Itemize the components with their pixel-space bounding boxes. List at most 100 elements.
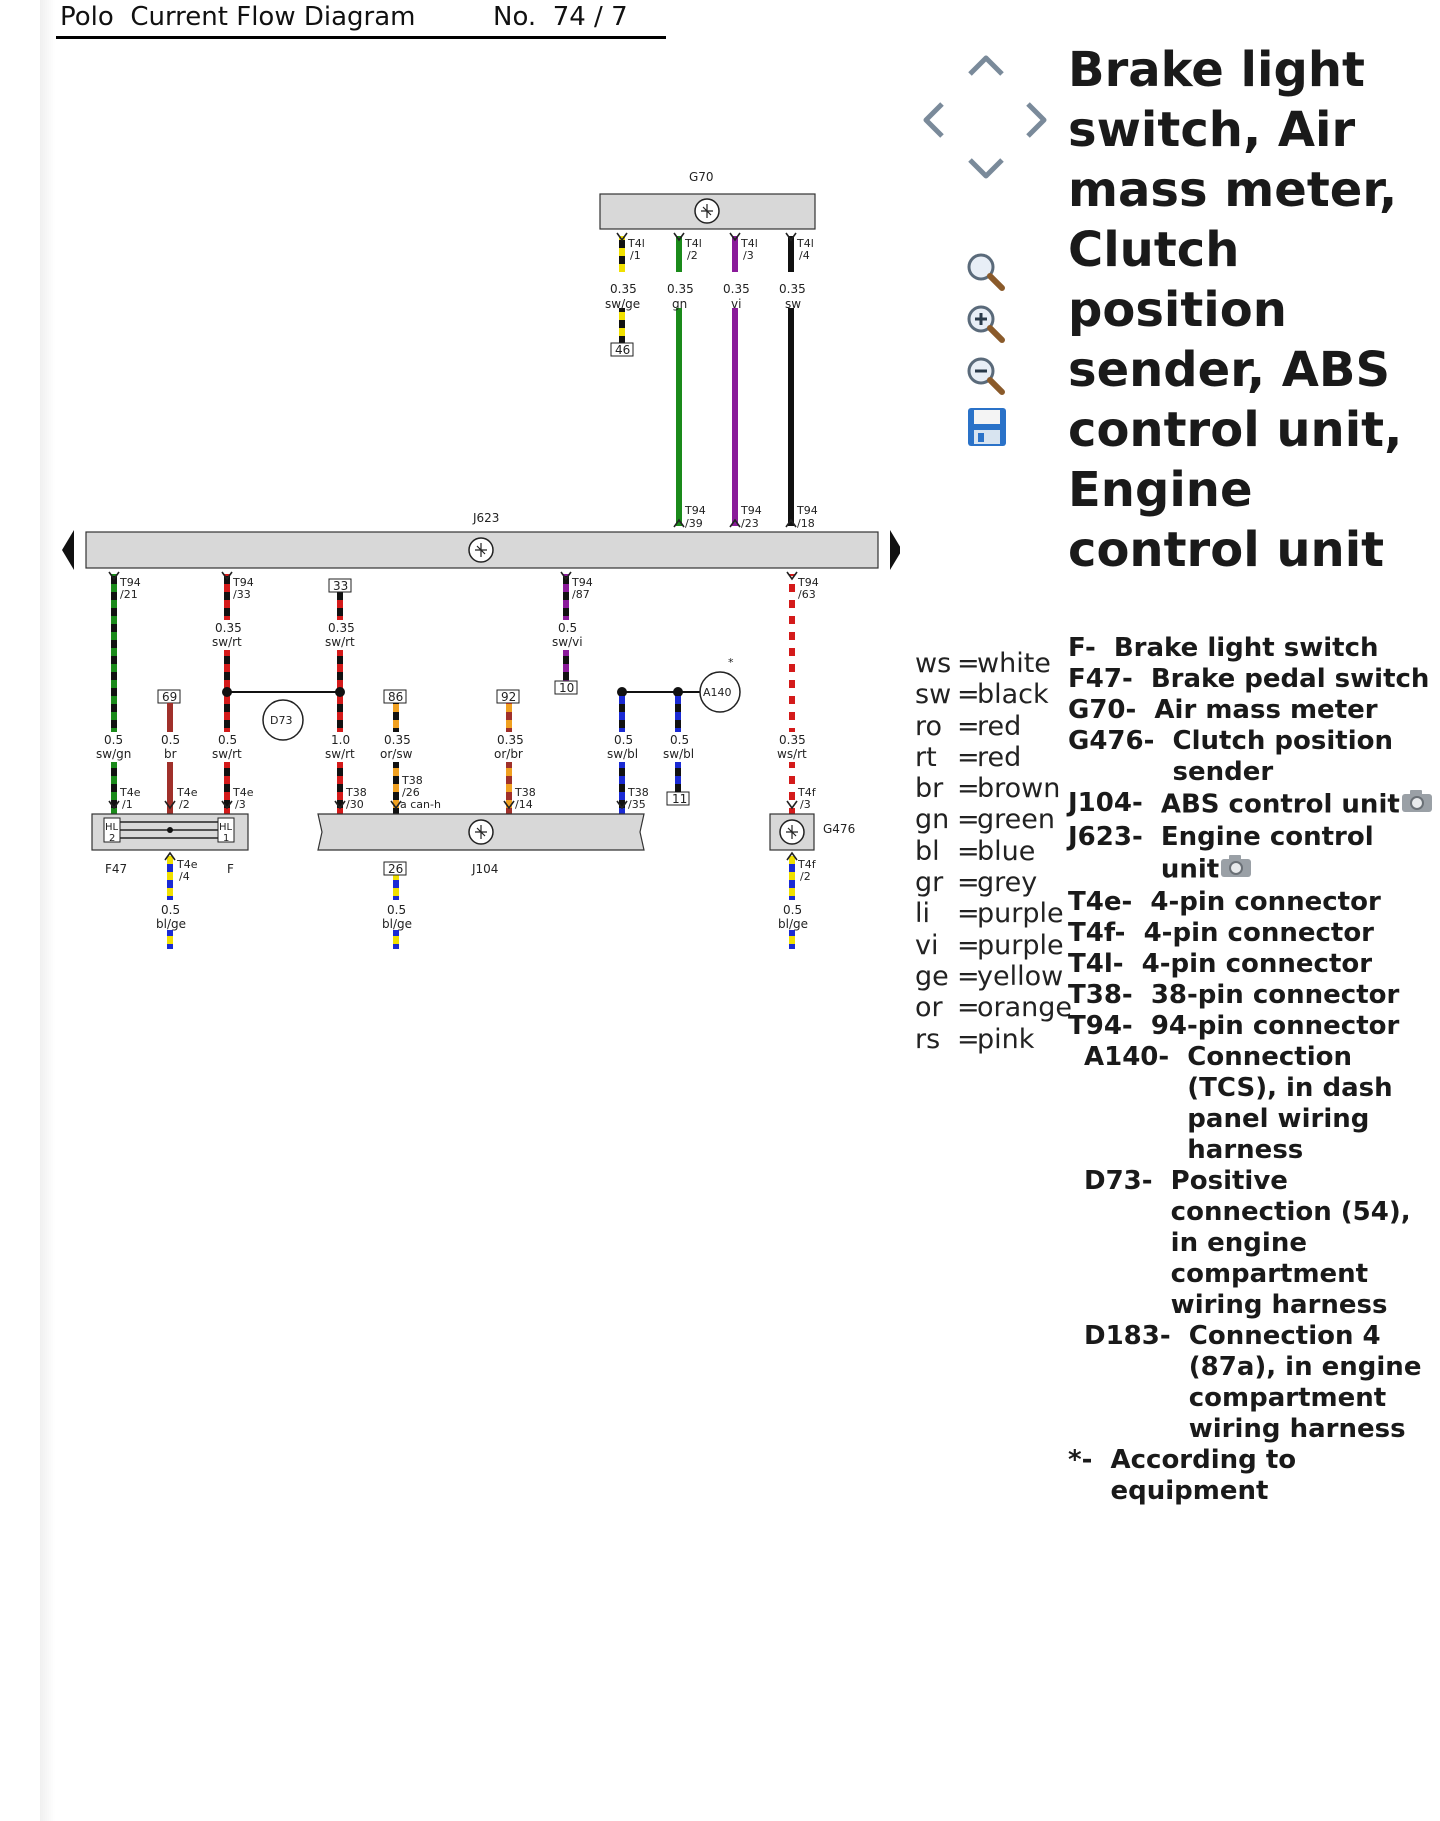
label-f: F bbox=[227, 862, 234, 876]
save-icon[interactable] bbox=[966, 406, 1008, 452]
parts-legend-row: T38- 38-pin connector bbox=[1068, 980, 1438, 1011]
part-description: Brake pedal switch bbox=[1150, 664, 1430, 694]
color-legend-row: vi=purple bbox=[915, 930, 1072, 961]
part-description: Connection (TCS), in dash panel wiring h… bbox=[1187, 1042, 1393, 1165]
diagram-header: Polo Current Flow Diagram No. 74 / 7 bbox=[56, 0, 666, 39]
equals-sign: = bbox=[957, 960, 980, 992]
wire-t94-33 bbox=[224, 574, 230, 764]
f47-hl-labels: HL2 HL1 bbox=[105, 822, 233, 844]
arrow-left-icon[interactable] bbox=[918, 98, 948, 146]
part-description: ABS control unit bbox=[1161, 788, 1438, 822]
parts-legend-row: F47- Brake pedal switch bbox=[1068, 664, 1438, 695]
wire-size: 0.35 bbox=[215, 621, 242, 635]
parts-legend-row: A140- Connection (TCS), in dash panel wi… bbox=[1068, 1042, 1438, 1166]
color-legend-row: ge=yellow bbox=[915, 961, 1072, 992]
wire-size: 0.5 bbox=[218, 733, 237, 747]
wire-sw-bl-2 bbox=[675, 692, 681, 764]
color-code: gn bbox=[915, 804, 950, 836]
color-code: sw bbox=[915, 679, 952, 711]
color-name: red bbox=[977, 710, 1022, 742]
part-description: Engine control unit bbox=[1161, 822, 1438, 887]
connection-d73 bbox=[262, 699, 304, 741]
color-name: green bbox=[977, 804, 1055, 836]
color-legend-row: bl=blue bbox=[915, 836, 1072, 867]
search-icon[interactable] bbox=[964, 250, 1008, 298]
color-legend-row: ws=white bbox=[915, 648, 1072, 679]
parts-legend-row: F- Brake light switch bbox=[1068, 633, 1438, 664]
ref-11: 11 bbox=[672, 792, 687, 806]
ref-92: 92 bbox=[501, 690, 516, 704]
wire-g70-pin2 bbox=[676, 236, 682, 526]
color-code: rs bbox=[915, 1023, 941, 1055]
svg-text:a can-h: a can-h bbox=[400, 798, 441, 811]
svg-text:T94: T94 bbox=[571, 576, 593, 589]
part-code: D73- bbox=[1084, 1166, 1171, 1196]
wire-size: 0.5 bbox=[387, 903, 406, 917]
svg-text:/23: /23 bbox=[741, 517, 759, 530]
parts-legend-row: T4e- 4-pin connector bbox=[1068, 887, 1438, 918]
part-code: *- bbox=[1068, 1445, 1111, 1475]
wire-size: 0.35 bbox=[328, 621, 355, 635]
svg-text:/87: /87 bbox=[572, 588, 590, 601]
svg-text:T4e: T4e bbox=[119, 786, 141, 799]
color-legend-row: li=purple bbox=[915, 898, 1072, 929]
color-name: black bbox=[977, 679, 1049, 711]
svg-text:/63: /63 bbox=[798, 588, 816, 601]
svg-text:T4l: T4l bbox=[796, 237, 814, 250]
zoom-out-icon[interactable] bbox=[964, 354, 1008, 402]
svg-text:/2: /2 bbox=[687, 249, 698, 262]
color-code: rt bbox=[915, 741, 937, 773]
camera-icon[interactable] bbox=[1219, 853, 1253, 887]
part-code: T4l- bbox=[1068, 949, 1142, 979]
color-legend-row: sw=black bbox=[915, 679, 1072, 710]
svg-text:T38: T38 bbox=[514, 786, 536, 799]
svg-text:/39: /39 bbox=[685, 517, 703, 530]
part-code: T4f- bbox=[1068, 918, 1144, 948]
equals-sign: = bbox=[957, 867, 980, 899]
wire-color: sw/rt bbox=[325, 635, 355, 649]
color-code: ro bbox=[915, 710, 943, 742]
equals-sign: = bbox=[957, 898, 980, 930]
svg-text:T4e: T4e bbox=[232, 786, 254, 799]
part-description: Brake light switch bbox=[1113, 633, 1379, 663]
parts-legend-row: J104- ABS control unit bbox=[1068, 788, 1438, 822]
svg-text:T38: T38 bbox=[345, 786, 367, 799]
wire-t94-21 bbox=[111, 574, 117, 764]
wire-color: bl/ge bbox=[778, 917, 808, 931]
svg-text:/18: /18 bbox=[797, 517, 815, 530]
zoom-in-icon[interactable] bbox=[964, 302, 1008, 350]
wire-color: bl/ge bbox=[382, 917, 412, 931]
wire-size: 0.35 bbox=[779, 282, 806, 296]
equals-sign: = bbox=[957, 804, 980, 836]
arrow-down-icon[interactable] bbox=[964, 154, 1008, 188]
svg-text:/3: /3 bbox=[800, 798, 811, 811]
page-margin bbox=[40, 0, 55, 1821]
arrow-up-icon[interactable] bbox=[964, 50, 1008, 84]
color-code: bl bbox=[915, 835, 940, 867]
color-name: grey bbox=[977, 867, 1038, 899]
part-description: Air mass meter bbox=[1154, 695, 1378, 725]
wire-color: bl/ge bbox=[156, 917, 186, 931]
svg-text:/1: /1 bbox=[122, 798, 133, 811]
ground-symbol-g476 bbox=[779, 819, 805, 845]
diagram-title: Polo Current Flow Diagram bbox=[60, 2, 416, 32]
arrow-right-icon[interactable] bbox=[1022, 98, 1052, 146]
svg-text:T94: T94 bbox=[119, 576, 141, 589]
svg-text:T4e: T4e bbox=[176, 786, 198, 799]
ref-33: 33 bbox=[333, 579, 348, 593]
wire-color: ws/rt bbox=[777, 747, 807, 761]
wire-color: gn bbox=[672, 297, 687, 311]
svg-text:/4: /4 bbox=[799, 249, 810, 262]
bus-left-arrow bbox=[62, 530, 74, 570]
pin-arrows bbox=[108, 232, 798, 861]
connection-a140 bbox=[699, 671, 741, 713]
svg-text:/2: /2 bbox=[800, 870, 811, 883]
equals-sign: = bbox=[957, 679, 980, 711]
wire-color: br bbox=[164, 747, 177, 761]
wire-size: 0.5 bbox=[614, 733, 633, 747]
wire-color: or/br bbox=[494, 747, 523, 761]
camera-icon[interactable] bbox=[1400, 788, 1434, 822]
ref-86: 86 bbox=[388, 690, 403, 704]
pin-labels-j623-top: T94/39 T94/23 T94/18 bbox=[684, 504, 818, 530]
parts-legend-row: D73- Positive connection (54), in engine… bbox=[1068, 1166, 1438, 1321]
